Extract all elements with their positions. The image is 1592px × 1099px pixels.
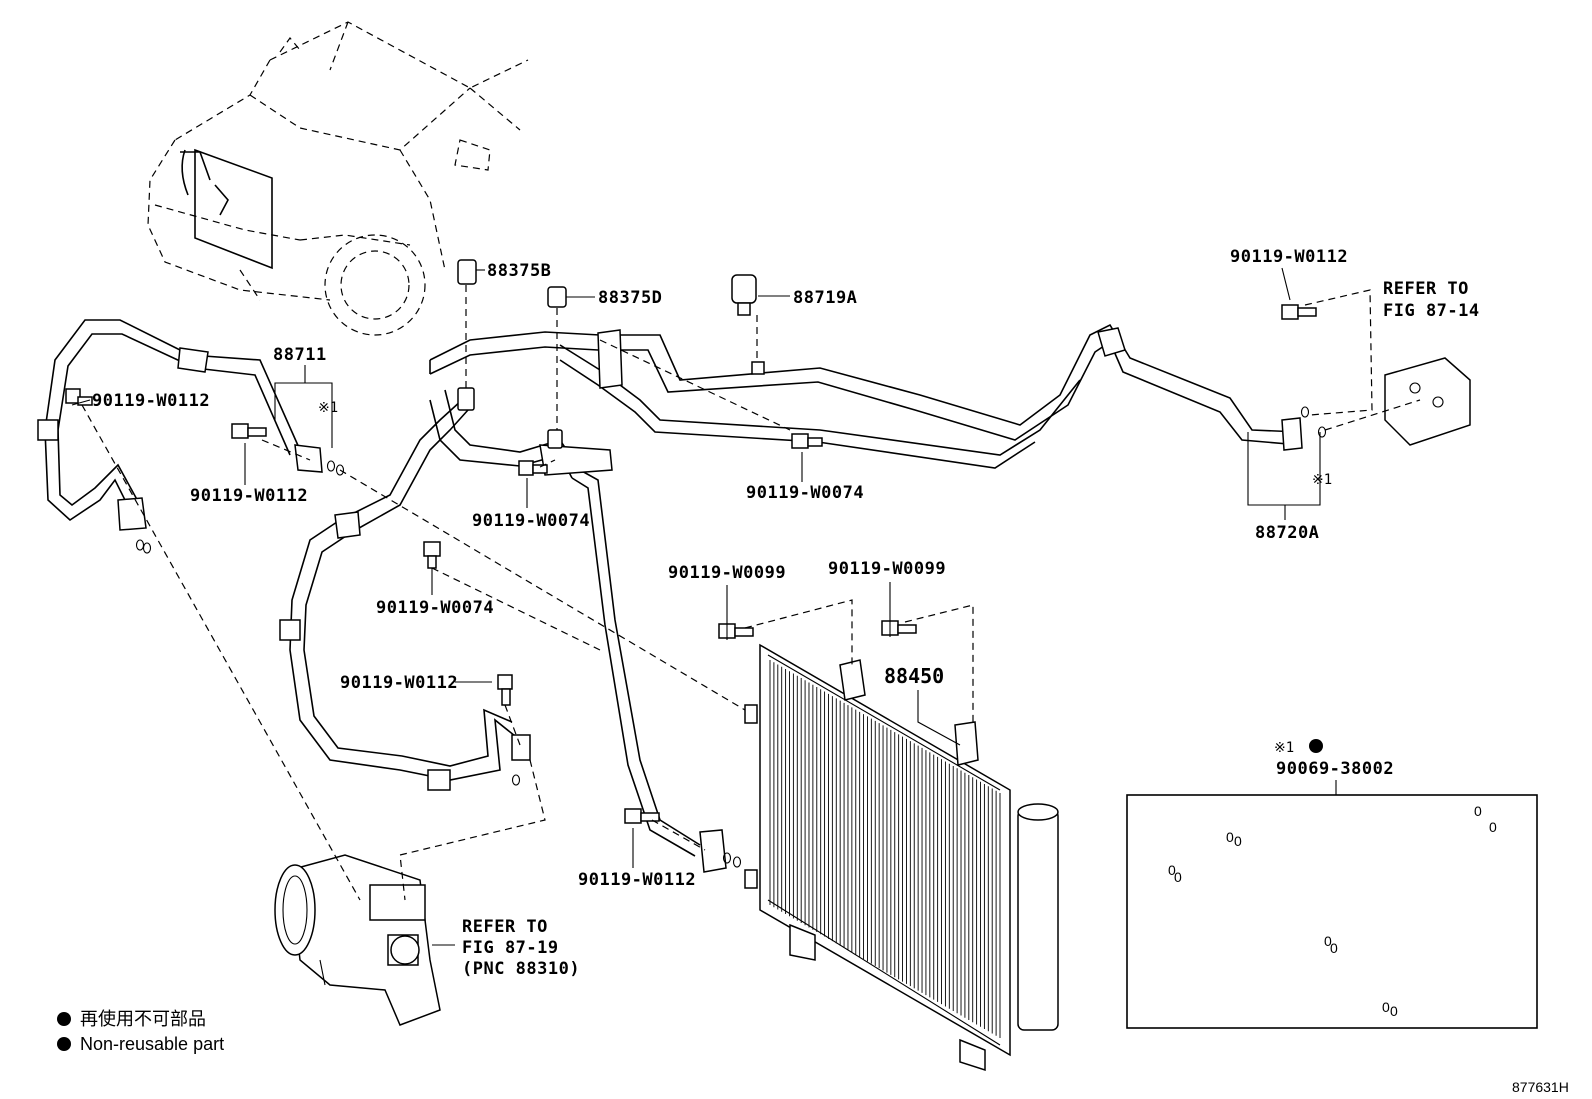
label-88720a: 88720A — [1255, 523, 1319, 543]
label-bolt-w0112-top: 90119-W0112 — [1230, 247, 1348, 267]
refer-to-label-a: REFER TO — [1383, 279, 1469, 299]
svg-text:0: 0 — [1226, 829, 1234, 845]
compressor — [274, 854, 441, 1026]
compressor-hose — [279, 399, 531, 791]
svg-text:0: 0 — [1390, 1003, 1398, 1019]
suction-pipe-assembly — [429, 323, 1303, 469]
condenser-88450 — [744, 643, 1059, 1072]
legend-dot-icon-jp — [57, 1012, 71, 1026]
svg-text:0: 0 — [1330, 940, 1338, 956]
legend-en: Non-reusable part — [80, 1034, 224, 1054]
label-bolt-w0074-b: 90119-W0074 — [472, 511, 590, 531]
bolts — [65, 304, 1317, 824]
fig-87-19-label: FIG 87-19 — [462, 938, 559, 958]
svg-text:0: 0 — [1324, 933, 1332, 949]
label-bolt-w0112-left: 90119-W0112 — [92, 391, 210, 411]
label-bolt-w0099-b: 90119-W0099 — [828, 559, 946, 579]
figure-number: 877631H — [1512, 1079, 1569, 1095]
label-bolt-w0112-mid: 90119-W0112 — [190, 486, 308, 506]
fig-87-14-label: FIG 87-14 — [1383, 301, 1480, 321]
label-leaders — [71, 267, 1337, 946]
part-88375b — [457, 259, 477, 285]
label-bolt-w0112-low: 90119-W0112 — [340, 673, 458, 693]
svg-text:0: 0 — [1168, 862, 1176, 878]
svg-text:0: 0 — [1489, 819, 1497, 835]
label-88375d: 88375D — [598, 288, 662, 308]
pressure-switch-88719a — [731, 274, 757, 304]
mark-1-a: ※1 — [318, 400, 338, 416]
vehicle-sketch — [147, 21, 529, 336]
label-bolt-w0074-a: 90119-W0074 — [746, 483, 864, 503]
label-bolt-w0112-bottom: 90119-W0112 — [578, 870, 696, 890]
mark-1-c: ※1 — [1274, 740, 1294, 756]
svg-text:0: 0 — [1382, 999, 1390, 1015]
svg-text:0: 0 — [1474, 803, 1482, 819]
label-88719a: 88719A — [793, 288, 857, 308]
non-reusable-dot-icon — [1309, 739, 1323, 753]
dashed-leaders — [81, 285, 1421, 901]
label-90069-38002: 90069-38002 — [1276, 759, 1394, 779]
label-bolt-w0074-c: 90119-W0074 — [376, 598, 494, 618]
fittings — [457, 259, 765, 449]
refer-to-label-b: REFER TO — [462, 917, 548, 937]
part-88375d — [547, 286, 567, 308]
label-88450: 88450 — [884, 664, 944, 688]
svg-text:0: 0 — [1234, 833, 1242, 849]
legend-dot-icon-en — [57, 1037, 71, 1051]
label-88375b: 88375B — [487, 261, 551, 281]
pnc-label: (PNC 88310) — [462, 959, 580, 979]
mark-1-b: ※1 — [1312, 472, 1332, 488]
o-rings — [135, 406, 1327, 868]
discharge-hose-88711 — [37, 319, 323, 531]
label-88711: 88711 — [273, 345, 327, 365]
legend-jp: 再使用不可部品 — [80, 1009, 206, 1029]
label-bolt-w0099-a: 90119-W0099 — [668, 563, 786, 583]
liquid-pipe — [429, 389, 727, 873]
evaporator-block — [1384, 357, 1471, 446]
svg-text:0: 0 — [1174, 869, 1182, 885]
